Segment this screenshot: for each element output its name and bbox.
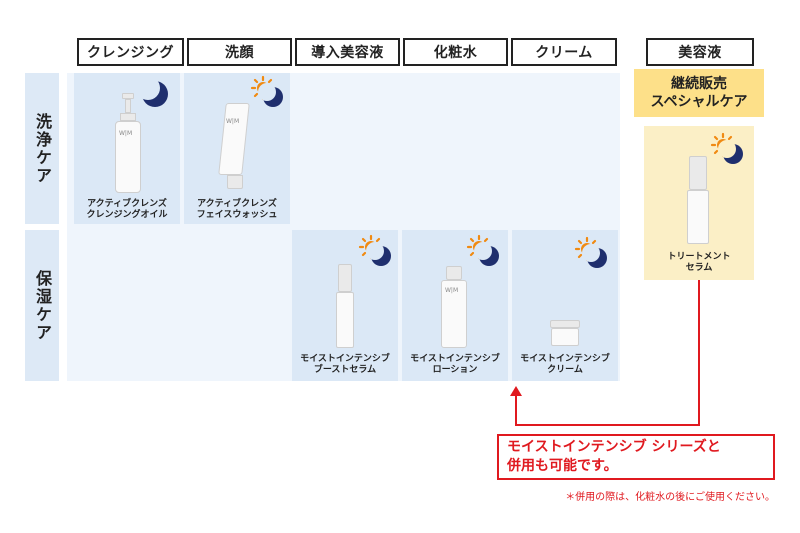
connector-line-vertical-right — [698, 280, 700, 426]
product-cell-cleansing-oil[interactable]: W|M アクティブクレンズ クレンジングオイル — [74, 73, 180, 224]
cream-jar-lid — [550, 320, 580, 328]
special-care-line2: スペシャルケア — [650, 94, 748, 110]
special-care-header: 継続販売 スペシャルケア — [634, 69, 764, 117]
pump-head — [122, 93, 134, 99]
brand-mark: W|M — [119, 130, 133, 137]
treatment-serum-cap — [689, 156, 707, 190]
column-header-serum: 美容液 — [646, 38, 754, 66]
product-cell-boost-serum[interactable]: モイストインテンシブ ブーストセラム — [292, 230, 398, 381]
callout-line1: モイストインテンシブ シリーズと — [507, 439, 721, 455]
brand-mark: W|M — [226, 118, 240, 125]
row-header-moisture-care: 保湿ケア — [25, 230, 59, 381]
arrow-up-icon — [510, 386, 522, 396]
serum-cap — [338, 264, 352, 292]
cream-jar — [551, 328, 579, 346]
brand-mark: W|M — [445, 287, 459, 294]
usage-note: ＊併用の際は、化粧水の後にご使用ください。 — [565, 492, 775, 503]
row-header-cleansing-care: 洗浄ケア — [25, 73, 59, 224]
product-label-face-wash-2: フェイスウォッシュ — [196, 210, 278, 220]
treatment-serum-bottle — [687, 190, 709, 244]
product-cell-cream[interactable]: モイストインテンシブ クリーム — [512, 230, 618, 381]
product-label-lotion-1: モイストインテンシブ — [410, 354, 500, 364]
row-header-moisture-care-label: 保湿ケア — [33, 269, 52, 342]
special-care-line1: 継続販売 — [671, 76, 727, 92]
product-label-treatment-serum-2: セラム — [685, 263, 713, 273]
connector-line-vertical-left — [515, 394, 517, 426]
product-label-face-wash-1: アクティブクレンズ — [197, 199, 277, 209]
tube-cap — [227, 175, 243, 189]
product-label-boost-serum-2: ブーストセラム — [313, 365, 377, 375]
lotion-cap — [446, 266, 462, 280]
sun-moon-icon — [466, 234, 499, 266]
boost-serum-bottle — [336, 292, 354, 348]
face-wash-tube — [218, 103, 250, 175]
pump-collar — [120, 113, 136, 121]
product-label-cream-1: モイストインテンシブ — [520, 354, 610, 364]
column-header-cleansing: クレンジング — [77, 38, 184, 66]
combination-callout: モイストインテンシブ シリーズと 併用も可能です。 — [497, 434, 775, 480]
row-header-cleansing-care-label: 洗浄ケア — [33, 112, 52, 185]
product-cell-treatment-serum[interactable]: トリートメント セラム — [644, 126, 754, 280]
column-header-lotion: 化粧水 — [403, 38, 508, 66]
sun-moon-icon — [358, 234, 391, 266]
product-cell-face-wash[interactable]: W|M アクティブクレンズ フェイスウォッシュ — [184, 73, 290, 224]
product-label-cream-2: クリーム — [547, 365, 583, 375]
product-cell-lotion[interactable]: W|M モイストインテンシブ ローション — [402, 230, 508, 381]
column-header-cream: クリーム — [511, 38, 617, 66]
connector-line-horizontal — [515, 424, 700, 426]
product-label-cleansing-oil-1: アクティブクレンズ — [87, 199, 167, 209]
moon-icon — [138, 77, 168, 107]
column-header-booster: 導入美容液 — [295, 38, 400, 66]
product-label-boost-serum-1: モイストインテンシブ — [300, 354, 390, 364]
sun-moon-icon — [710, 132, 743, 164]
lotion-bottle — [441, 280, 467, 348]
product-label-treatment-serum-1: トリートメント — [667, 252, 731, 262]
sun-moon-icon — [574, 236, 607, 268]
column-header-face-wash: 洗顔 — [187, 38, 292, 66]
cleansing-oil-bottle — [115, 121, 141, 193]
pump-neck — [125, 99, 131, 113]
product-label-lotion-2: ローション — [432, 365, 478, 375]
sun-moon-icon — [250, 75, 283, 107]
callout-line2: 併用も可能です。 — [507, 458, 618, 474]
product-label-cleansing-oil-2: クレンジングオイル — [86, 210, 168, 220]
